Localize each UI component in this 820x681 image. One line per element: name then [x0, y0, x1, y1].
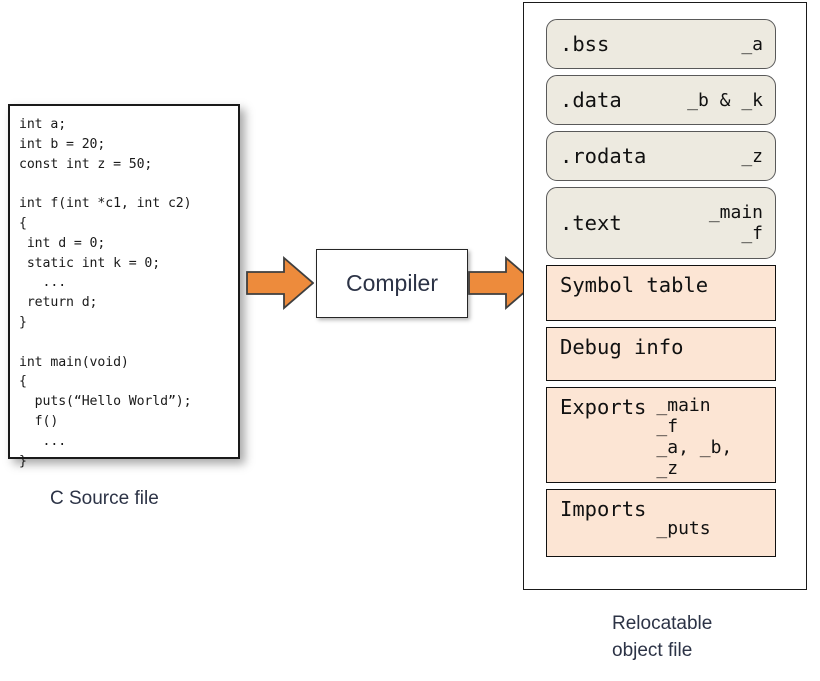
- section-content: Symbol table: [560, 273, 763, 297]
- section-name: .data: [560, 88, 622, 112]
- section-symbols: _b & _k: [687, 89, 763, 111]
- section-symbols: _puts: [656, 518, 711, 539]
- object-file-sections: .bss _a .data _b & _k .rodata _z .text _main _f…: [546, 19, 776, 563]
- section-exports: Exports _main _f _a, _b, _z: [546, 387, 776, 483]
- section-rodata: .rodata _z: [546, 131, 776, 181]
- section-symbol-table: Symbol table: [546, 265, 776, 321]
- source-to-compiler-arrow: [246, 256, 314, 310]
- section-name: .bss: [560, 32, 610, 56]
- c-source-file-box: int a; int b = 20; const int z = 50; int…: [8, 104, 240, 469]
- c-source-code: int a; int b = 20; const int z = 50; int…: [19, 117, 192, 469]
- section-data: .data _b & _k: [546, 75, 776, 125]
- compiler-to-object-arrow: [468, 256, 536, 310]
- compiler-label: Compiler: [345, 270, 439, 296]
- section-debug-info: Debug info: [546, 327, 776, 381]
- compiler-box: Compiler: [316, 249, 468, 318]
- section-content: Debug info: [560, 335, 763, 359]
- relocatable-object-file-caption: Relocatable object file: [612, 613, 713, 661]
- section-name: Symbol table: [560, 273, 709, 297]
- section-bss: .bss _a: [546, 19, 776, 69]
- section-symbols: _main _f _a, _b, _z: [656, 395, 733, 479]
- section-text: .text _main _f: [546, 187, 776, 259]
- section-symbols: _main _f: [708, 202, 763, 244]
- section-name: .rodata: [560, 144, 647, 168]
- relocatable-object-file-container: .bss _a .data _b & _k .rodata _z .text _main _f…: [523, 2, 807, 590]
- section-name: .text: [560, 211, 622, 235]
- section-name: Imports: [560, 497, 647, 521]
- section-symbols: _a: [741, 33, 763, 55]
- section-symbols: _z: [741, 145, 763, 167]
- section-imports: Imports _puts: [546, 489, 776, 557]
- section-name: Exports: [560, 395, 647, 419]
- section-content: Exports _main _f _a, _b, _z: [560, 395, 763, 479]
- c-source-file-caption: C Source file: [50, 488, 159, 509]
- section-name: Debug info: [560, 335, 684, 359]
- section-content: Imports _puts: [560, 497, 763, 539]
